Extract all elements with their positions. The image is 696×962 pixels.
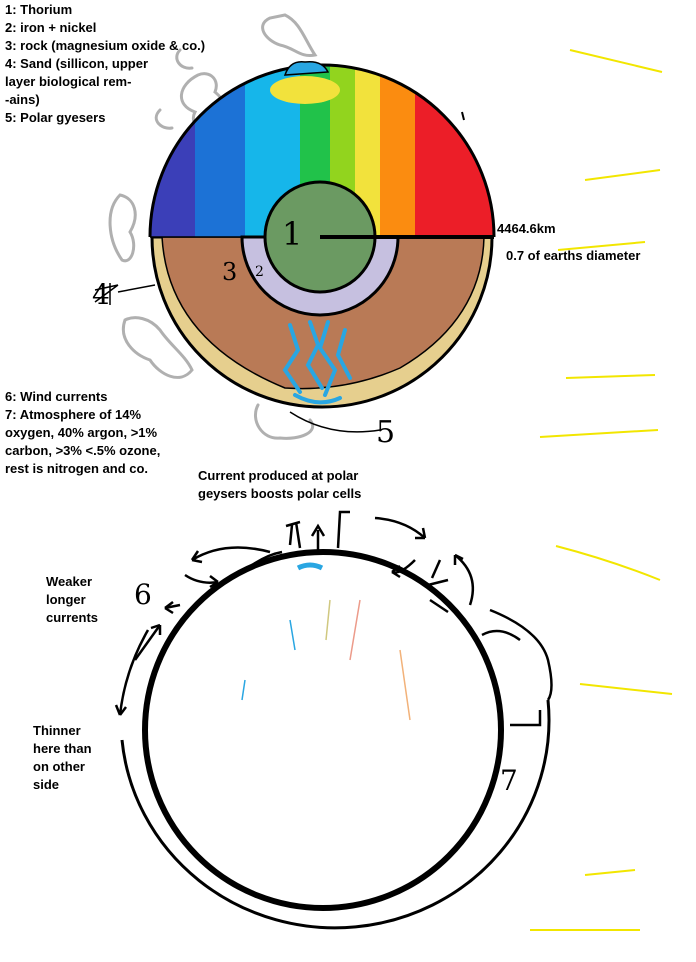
radius-label: 4464.6km bbox=[497, 221, 556, 236]
atmosphere-planet bbox=[114, 510, 553, 930]
thinner-atmosphere-note: Thinner here than on other side bbox=[33, 723, 92, 792]
legend-item-2: 2: iron + nickel bbox=[5, 20, 97, 35]
weaker-currents-note: Weaker longer currents bbox=[46, 574, 99, 625]
legend-item-1: 1: Thorium bbox=[5, 2, 73, 17]
atmosphere-ring bbox=[120, 699, 551, 930]
diameter-ratio-label: 0.7 of earths diameter bbox=[506, 248, 641, 263]
legend-item-3: 3: rock (magnesium oxide & co.) bbox=[5, 38, 206, 53]
num-7: 7 bbox=[500, 764, 518, 797]
planet-surface bbox=[142, 549, 504, 911]
num-4: 4 bbox=[92, 278, 110, 311]
north-geyser bbox=[283, 60, 330, 76]
legend-item-6: 6: Wind currents bbox=[5, 389, 108, 404]
num-5: 5 bbox=[376, 415, 395, 450]
legend-item-5: 5: Polar gyesers bbox=[5, 110, 106, 125]
legend-item-4: 4: Sand (sillicon, upper layer biologica… bbox=[5, 56, 149, 107]
south-geyser bbox=[282, 320, 352, 405]
terrain-scratches bbox=[241, 599, 411, 721]
wind-current-arrows bbox=[114, 510, 553, 727]
handwritten-numbers: 1 2 3 4 5 6 7 bbox=[92, 215, 518, 797]
cloud-scribbles bbox=[108, 13, 318, 440]
current-note: Current produced at polar geysers boosts… bbox=[198, 468, 362, 501]
num-6: 6 bbox=[134, 578, 152, 611]
legend-item-7: 7: Atmosphere of 14% oxygen, 40% argon, … bbox=[5, 407, 161, 476]
num-2: 2 bbox=[255, 264, 264, 280]
surface-geyser bbox=[296, 562, 324, 571]
num-3: 3 bbox=[222, 258, 237, 286]
num-1: 1 bbox=[282, 215, 302, 253]
sun-rays bbox=[530, 49, 673, 931]
